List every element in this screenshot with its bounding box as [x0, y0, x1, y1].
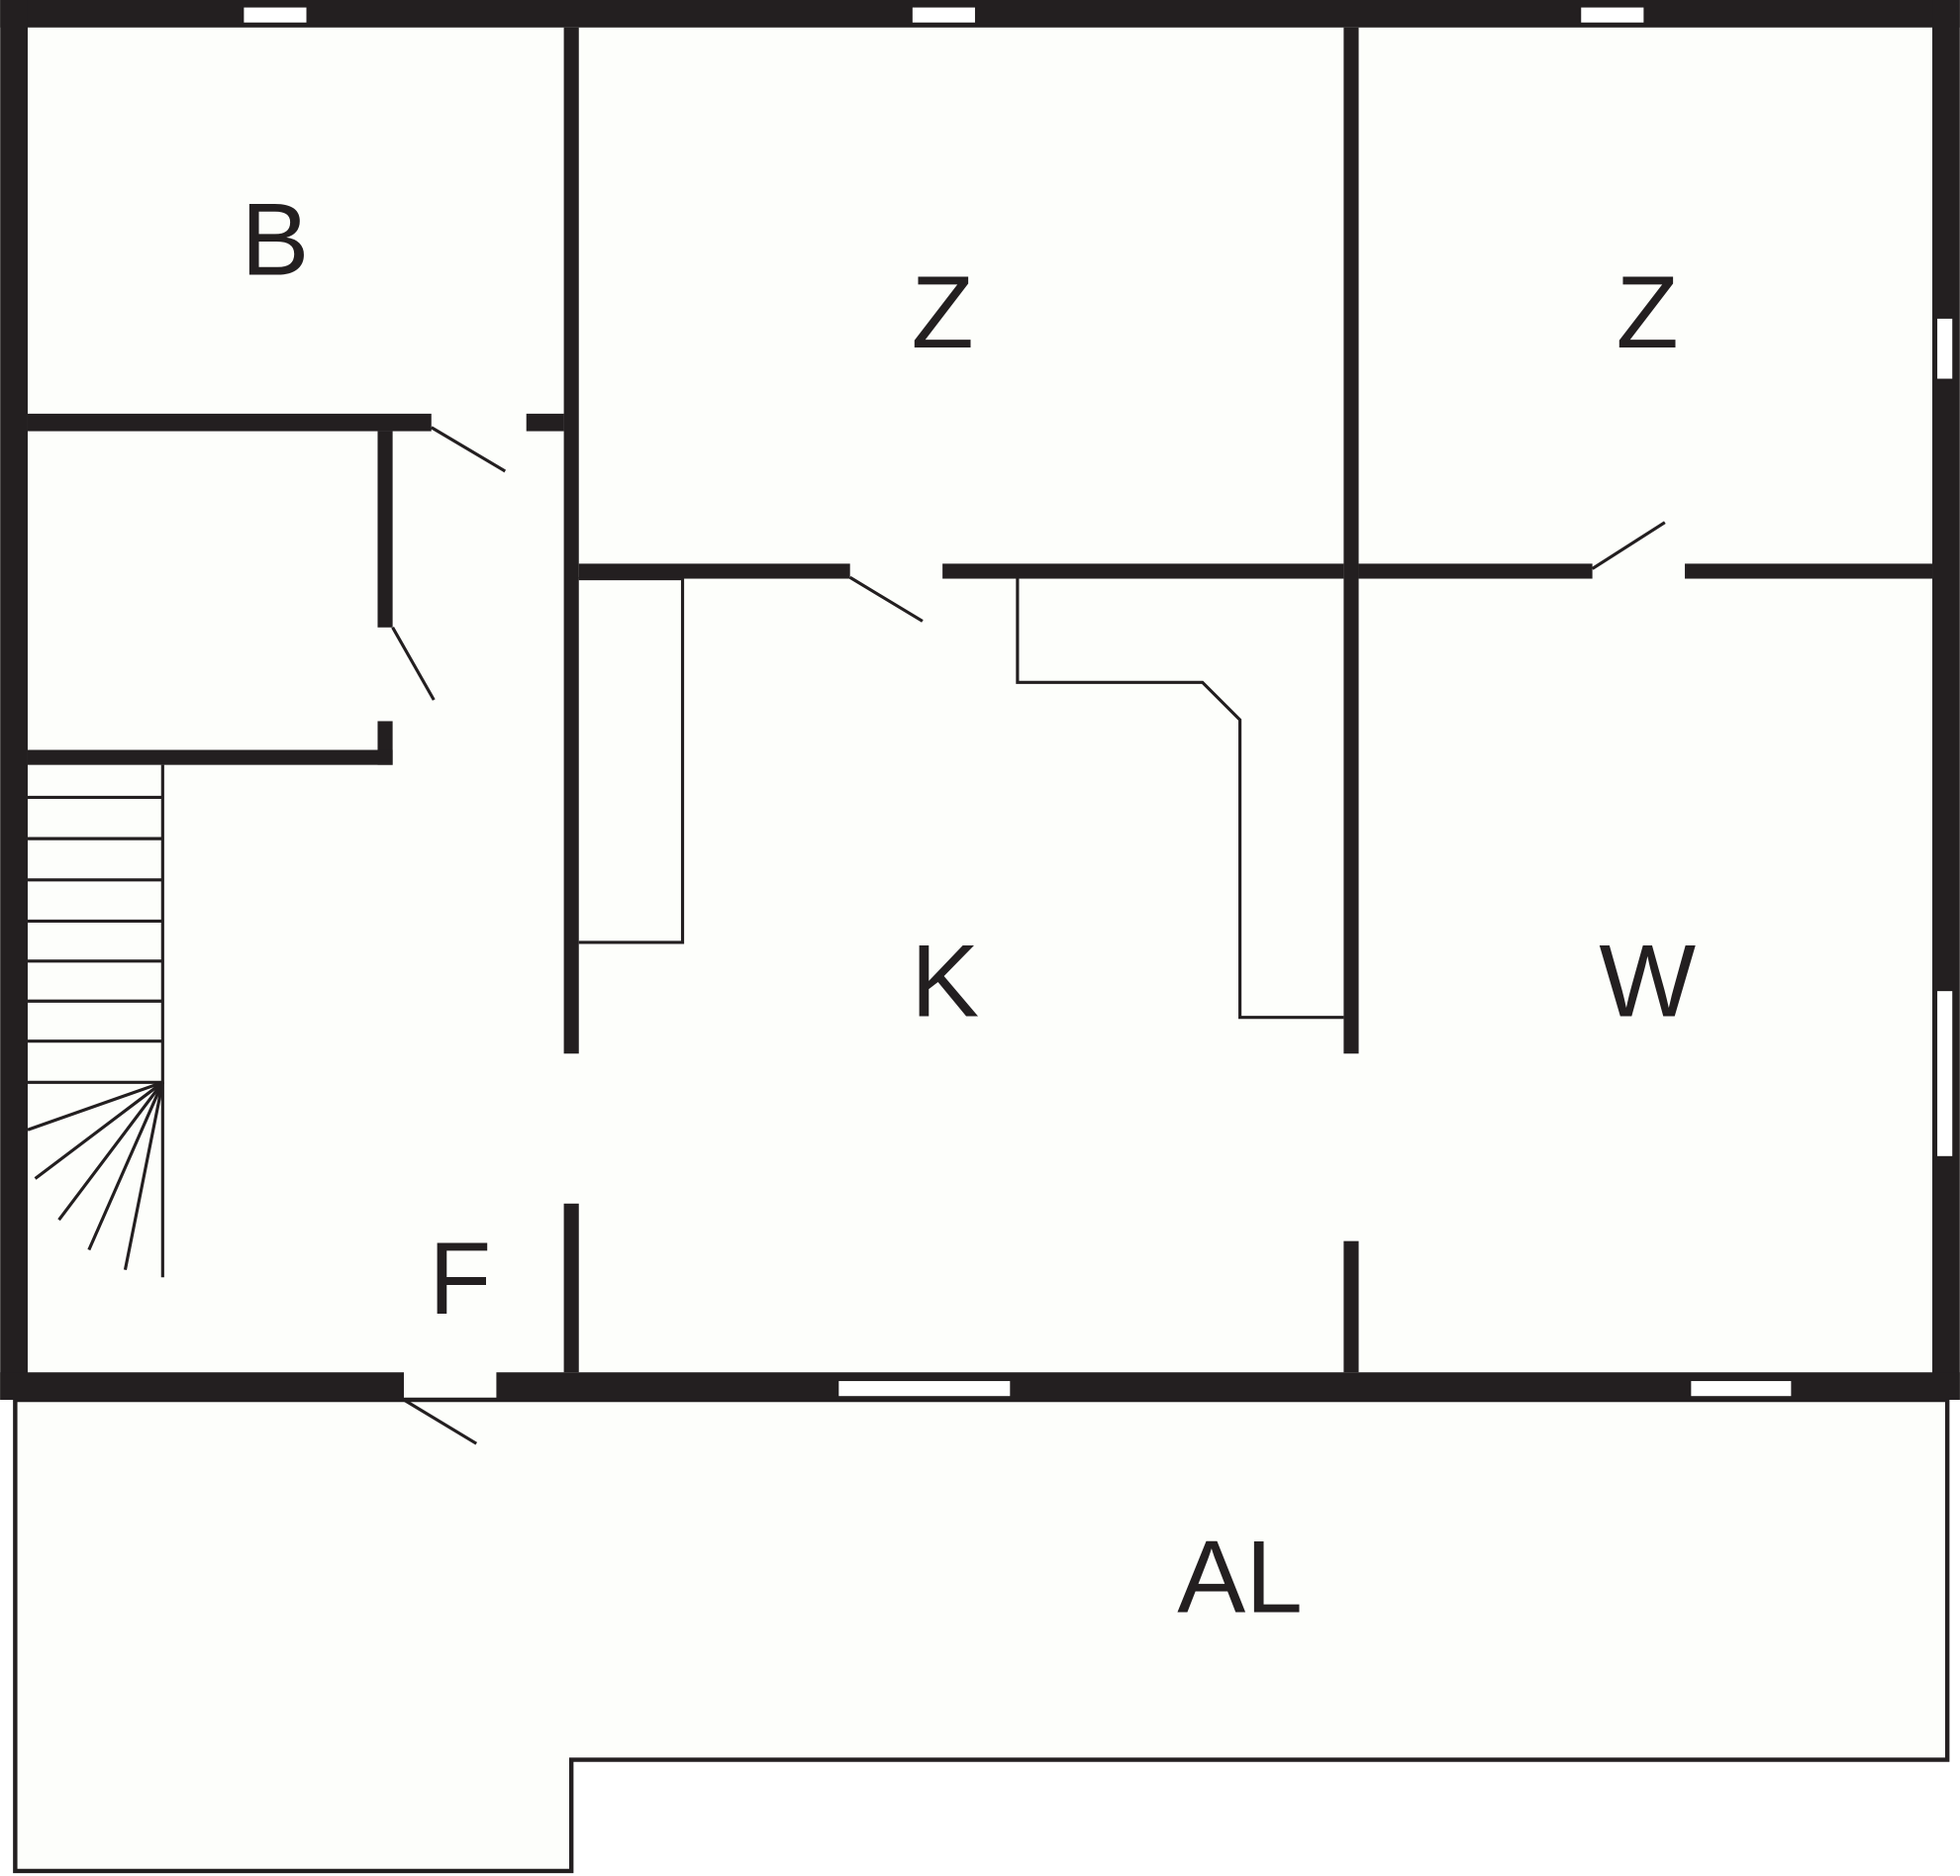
room-label-room-2: Z [1617, 254, 1679, 369]
door-swing [403, 1398, 478, 1445]
room-label-kitchen: K [911, 923, 979, 1037]
window [1691, 1381, 1792, 1397]
window [1937, 991, 1953, 1156]
floor-area [0, 0, 1960, 1400]
closet-outline [578, 576, 685, 944]
window [838, 1381, 1011, 1397]
windows [244, 7, 1953, 1397]
kitchen-counter [1016, 578, 1344, 1020]
door-swing [430, 426, 507, 473]
room-label-room-1: Z [912, 254, 974, 369]
door-swing [1591, 521, 1666, 570]
staircase [27, 764, 164, 1278]
window [244, 7, 307, 23]
balcony-outline [13, 1397, 1950, 1874]
door-swing [391, 626, 436, 701]
room-label-living: W [1599, 923, 1696, 1037]
window [1581, 7, 1644, 23]
room-label-bedroom: B [241, 182, 309, 297]
door-swing [848, 575, 924, 623]
window [1937, 318, 1953, 379]
room-label-balcony: AL [1177, 1520, 1303, 1634]
doors [391, 426, 1666, 1445]
window [912, 7, 975, 23]
room-label-hall: F [429, 1221, 491, 1335]
interior-walls [27, 27, 1933, 1373]
